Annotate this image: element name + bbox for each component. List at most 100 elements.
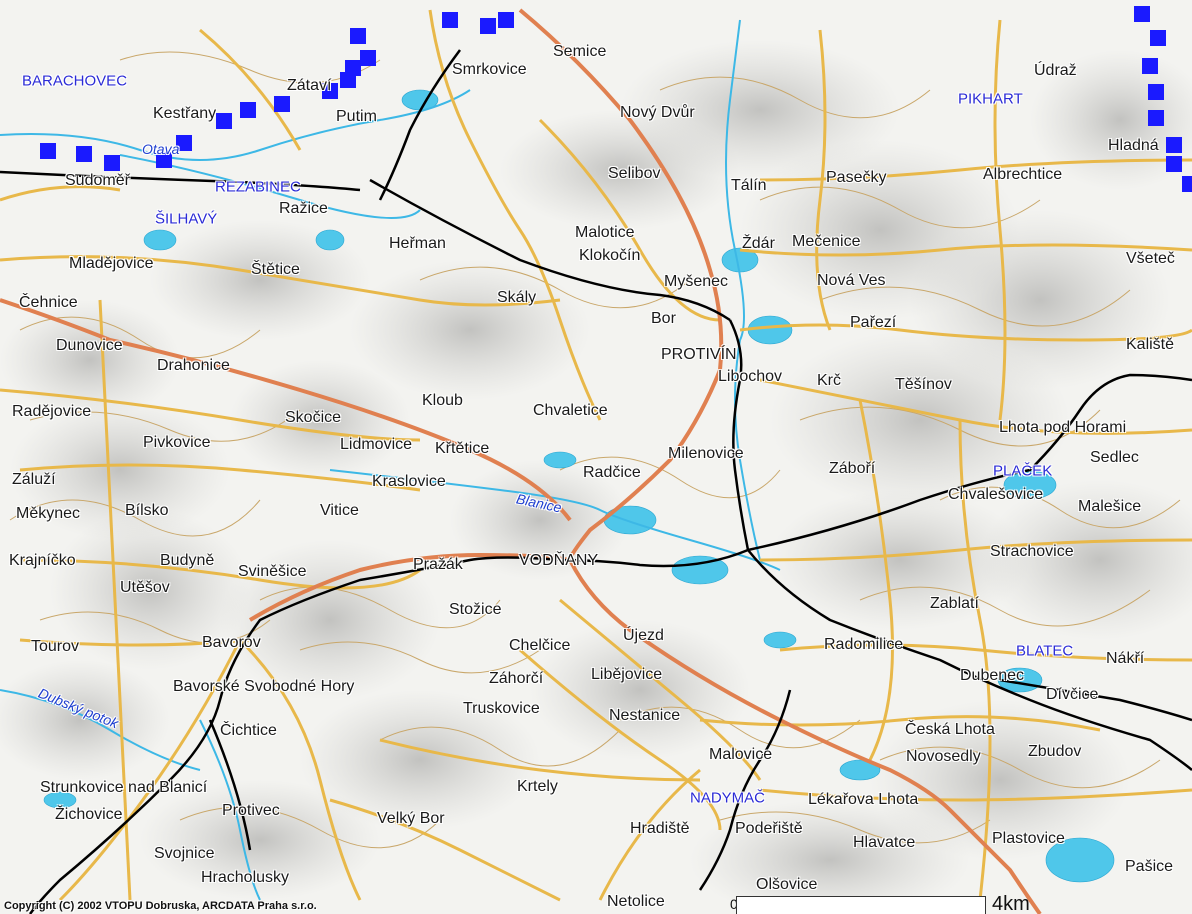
town-label[interactable]: Skály: [497, 289, 537, 306]
town-label[interactable]: Lidmovice: [340, 436, 413, 453]
town-label[interactable]: Pasečky: [826, 169, 887, 186]
region-label[interactable]: BLATEC: [1016, 642, 1074, 660]
town-label[interactable]: Strunkovice nad Blanicí: [40, 779, 208, 796]
town-label[interactable]: Újezd: [623, 627, 664, 644]
town-label[interactable]: Záhorčí: [489, 670, 544, 687]
town-label[interactable]: Protivec: [222, 802, 280, 819]
town-label[interactable]: Myšenec: [664, 273, 729, 290]
town-label[interactable]: Drahonice: [157, 357, 230, 374]
region-label[interactable]: PIKHART: [958, 90, 1023, 108]
town-label[interactable]: Truskovice: [463, 700, 540, 717]
town-label[interactable]: Dunovice: [56, 337, 123, 354]
town-label[interactable]: Nákří: [1106, 650, 1145, 667]
town-label[interactable]: Sviněšice: [238, 563, 307, 580]
town-label[interactable]: Mečenice: [792, 233, 861, 250]
town-label[interactable]: Libějovice: [591, 666, 663, 683]
town-label[interactable]: Olšovice: [756, 876, 818, 893]
town-label[interactable]: Klokočín: [579, 247, 641, 264]
town-label[interactable]: Lékařova Lhota: [808, 791, 919, 808]
town-label[interactable]: Utěšov: [120, 579, 170, 596]
town-label[interactable]: Tálín: [731, 177, 767, 194]
town-label[interactable]: Kraslovice: [372, 473, 446, 490]
town-label[interactable]: Čehnice: [19, 294, 78, 311]
town-label[interactable]: Bavorské Svobodné Hory: [173, 678, 355, 695]
town-label[interactable]: Malovice: [709, 746, 773, 763]
town-label[interactable]: Česká Lhota: [905, 721, 995, 738]
town-label[interactable]: Radějovice: [12, 403, 92, 420]
town-label[interactable]: Malotice: [575, 224, 635, 241]
town-label[interactable]: Těšínov: [895, 376, 952, 393]
town-label[interactable]: Hladná: [1108, 137, 1159, 154]
town-label[interactable]: Dívčice: [1046, 686, 1099, 703]
town-label[interactable]: Chvaletice: [533, 402, 608, 419]
region-label[interactable]: PLAČEK: [993, 462, 1053, 480]
town-label[interactable]: Krtely: [517, 778, 558, 795]
town-label[interactable]: Záluží: [12, 471, 56, 488]
town-label[interactable]: Krajníčko: [9, 552, 76, 569]
town-label[interactable]: Pivkovice: [143, 434, 211, 451]
town-label[interactable]: Tourov: [31, 638, 80, 655]
town-label[interactable]: Plastovice: [992, 830, 1065, 847]
town-label[interactable]: Netolice: [607, 893, 665, 910]
town-label[interactable]: Sedlec: [1090, 449, 1139, 466]
town-label[interactable]: Čichtice: [220, 722, 277, 739]
town-label[interactable]: Selibov: [608, 165, 661, 182]
town-label[interactable]: PROTIVÍN: [661, 346, 737, 363]
town-label[interactable]: Zátaví: [287, 77, 332, 94]
town-label[interactable]: Dubenec: [960, 667, 1025, 684]
town-label[interactable]: Údraž: [1034, 62, 1077, 79]
town-label[interactable]: Měkynec: [16, 505, 81, 522]
town-label[interactable]: Velký Bor: [377, 810, 445, 827]
town-label[interactable]: Všeteč: [1126, 250, 1175, 267]
town-label[interactable]: VODŇANY: [519, 552, 599, 569]
town-label[interactable]: Nová Ves: [817, 272, 886, 289]
town-label[interactable]: Albrechtice: [983, 166, 1063, 183]
town-label[interactable]: Milenovice: [668, 445, 744, 462]
region-label[interactable]: BARACHOVEC: [22, 72, 128, 90]
town-label[interactable]: Skočice: [285, 409, 342, 426]
town-label[interactable]: Křtětice: [435, 440, 490, 457]
town-label[interactable]: Vitice: [320, 502, 359, 519]
town-label[interactable]: Kestřany: [153, 105, 217, 122]
town-label[interactable]: Kloub: [422, 392, 463, 409]
town-label[interactable]: Budyně: [160, 552, 215, 569]
town-label[interactable]: Heřman: [389, 235, 446, 252]
town-label[interactable]: Hlavatce: [853, 834, 916, 851]
town-label[interactable]: Chelčice: [509, 637, 571, 654]
town-label[interactable]: Krč: [817, 372, 841, 389]
town-label[interactable]: Lhota pod Horami: [999, 419, 1127, 436]
town-label[interactable]: Strachovice: [990, 543, 1074, 560]
town-label[interactable]: Ražice: [279, 200, 328, 217]
town-label[interactable]: Bor: [651, 310, 676, 327]
town-label[interactable]: Ždár: [742, 235, 775, 252]
town-label[interactable]: Bílsko: [125, 502, 169, 519]
town-label[interactable]: Chvalešovice: [948, 486, 1044, 503]
town-label[interactable]: Putim: [336, 108, 377, 125]
town-label[interactable]: Svojnice: [154, 845, 215, 862]
town-label[interactable]: Novosedly: [906, 748, 981, 765]
region-label[interactable]: REZABINEC: [215, 178, 301, 196]
town-label[interactable]: Záboří: [829, 460, 876, 477]
town-label[interactable]: Štětice: [251, 261, 300, 278]
town-label[interactable]: Semice: [553, 43, 607, 60]
town-label[interactable]: Podeřiště: [735, 820, 803, 837]
region-label[interactable]: NADYMAČ: [690, 789, 766, 807]
town-label[interactable]: Mladějovice: [69, 255, 154, 272]
town-label[interactable]: Kaliště: [1126, 336, 1175, 353]
town-label[interactable]: Pražák: [413, 556, 463, 573]
town-label[interactable]: Zablatí: [930, 595, 979, 612]
town-label[interactable]: Žichovice: [55, 806, 123, 823]
town-label[interactable]: Pařezí: [850, 314, 897, 331]
town-label[interactable]: Bavorov: [202, 634, 261, 651]
town-label[interactable]: Stožice: [449, 601, 502, 618]
river-label[interactable]: Otava: [142, 141, 180, 157]
town-label[interactable]: Smrkovice: [452, 61, 527, 78]
town-label[interactable]: Sudoměř: [65, 172, 130, 189]
town-label[interactable]: Zbudov: [1028, 743, 1082, 760]
region-label[interactable]: ŠILHAVÝ: [155, 210, 218, 228]
town-label[interactable]: Libochov: [718, 368, 783, 385]
town-label[interactable]: Malešice: [1078, 498, 1142, 515]
town-label[interactable]: Pašice: [1125, 858, 1174, 875]
